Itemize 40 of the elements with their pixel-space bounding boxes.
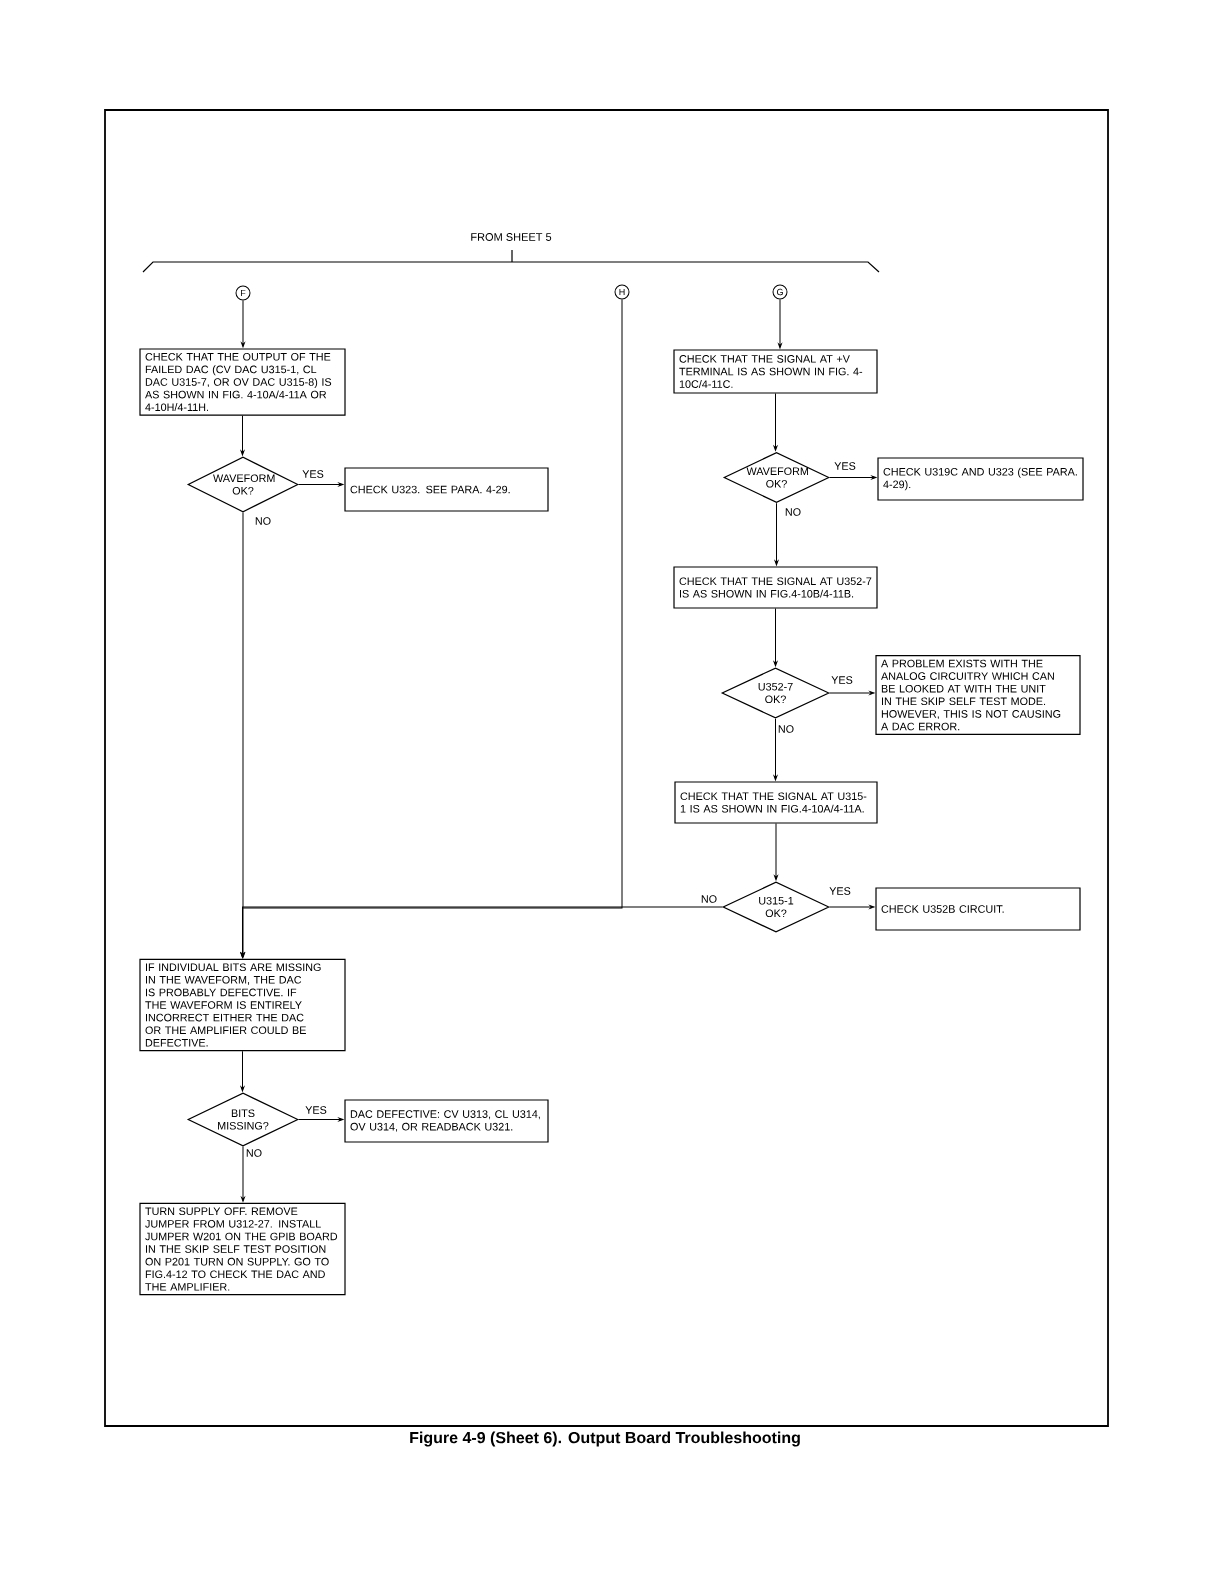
arrow (240, 1050, 245, 1092)
edge-label: YES (831, 676, 853, 684)
arrow (773, 608, 778, 667)
edge-label: YES (302, 470, 324, 478)
edge-label: NO (778, 725, 794, 733)
process-box: A PROBLEM EXISTS WITH THE ANALOG CIRCUITRY WHICH CAN BE LOOKED AT WITH THE UNIT IN THE SKIP SELF TEST MODE. HOWEVER, THIS IS NOT CAUSING A DAC ERROR. (875, 655, 1081, 735)
process-box: DAC DEFECTIVE: CV U313, CL U314, OV U314, OR READBACK U321. (344, 1099, 549, 1143)
arrow (241, 512, 245, 958)
process-box: CHECK U352B CIRCUIT. (875, 887, 1081, 931)
arrow (829, 691, 875, 695)
heading-text: FROM SHEET 5 (471, 233, 552, 241)
process-box: CHECK THAT THE SIGNAL AT U352-7 IS AS SHOWN IN FIG.4-10B/4-11B. (673, 566, 878, 609)
edge-label: NO (785, 508, 801, 516)
edge-label: YES (834, 462, 856, 470)
arrow (240, 906, 723, 958)
process-box: CHECK THAT THE OUTPUT OF THE FAILED DAC (CV DAC U315-1, CL DAC U315-7, OR OV DAC U315-8) IS AS SHOWN IN FIG. 4-10A/4-11A OR 4-10H/4-11H. (139, 348, 346, 416)
arrow (298, 1117, 344, 1122)
arrow (773, 393, 778, 451)
arrow (241, 300, 245, 348)
arrow (774, 502, 779, 566)
caption: Figure 4-9 (Sheet 6). Output Board Troubleshooting (410, 1431, 800, 1447)
process-box: CHECK U323. SEE PARA. 4-29. (344, 467, 549, 512)
arrow (778, 299, 782, 349)
arrow (240, 415, 245, 456)
edge-label: NO (701, 895, 717, 903)
edge-label: NO (255, 517, 271, 525)
arrow (241, 1146, 245, 1202)
edge-label: YES (305, 1106, 327, 1114)
process-box: CHECK THAT THE SIGNAL AT U315-1 IS AS SHOWN IN FIG.4-10A/4-11A. (674, 781, 878, 824)
edge-label: NO (246, 1149, 262, 1157)
arrow (298, 482, 344, 487)
process-box: IF INDIVIDUAL BITS ARE MISSING IN THE WAVEFORM, THE DAC IS PROBABLY DEFECTIVE. IF THE WAVEFORM IS ENTIRELY INCORRECT EITHER THE DAC OR THE AMPLIFIER COULD BE DEFECTIVE. (139, 958, 346, 1052)
process-box: CHECK U319C AND U323 (SEE PARA. 4-29). (877, 457, 1084, 501)
arrow (829, 475, 877, 480)
process-box: CHECK THAT THE SIGNAL AT +V TERMINAL IS AS SHOWN IN FIG. 4-10C/4-11C. (673, 349, 878, 394)
edge-label: YES (829, 887, 851, 895)
arrow (774, 823, 778, 881)
arrow (773, 718, 778, 781)
arrow (829, 905, 875, 909)
process-box: TURN SUPPLY OFF. REMOVE JUMPER FROM U312-27. INSTALL JUMPER W201 ON THE GPIB BOARD IN THE SKIP SELF TEST POSITION ON P201 TURN ON SUPPLY. GO TO FIG.4-12 TO CHECK THE DAC AND THE AMPLIFIER. (139, 1202, 346, 1296)
